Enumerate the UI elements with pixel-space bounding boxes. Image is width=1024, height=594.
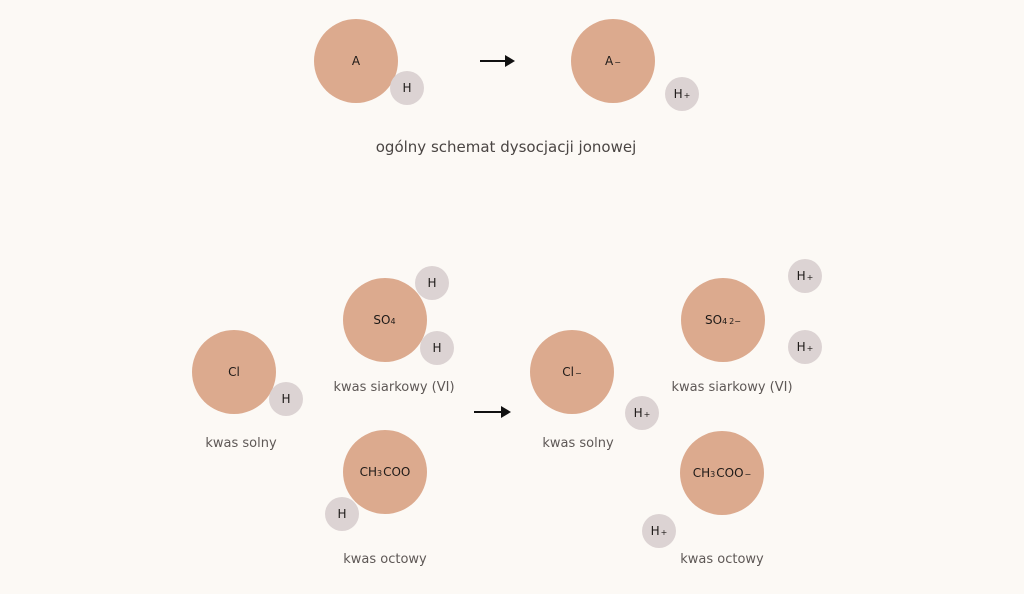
acetate-label-part: CH xyxy=(359,465,378,479)
acetate-label-part: CH xyxy=(692,466,711,480)
hydrogen-atom: H xyxy=(390,71,424,105)
hydrogen-ion: H+ xyxy=(642,514,676,548)
h2so4-label: kwas siarkowy (VI) xyxy=(671,380,793,395)
hydrogen-atom: H xyxy=(415,266,449,300)
hydrogen-label: H xyxy=(402,81,412,95)
hydrogen-label: H xyxy=(281,392,291,406)
hydrogen-atom: H xyxy=(420,331,454,365)
ch3cooh-label: kwas octowy xyxy=(680,552,764,567)
sulfate-label: SO xyxy=(373,313,391,327)
scheme-caption: ogólny schemat dysocjacji jonowej xyxy=(375,138,637,156)
anion-a-molecule: A xyxy=(314,19,398,103)
hydrogen-label: H xyxy=(432,341,442,355)
acetate-label-part: COO xyxy=(716,466,744,480)
chlorine-label: Cl xyxy=(228,365,240,379)
hydrogen-label: H xyxy=(673,87,683,101)
ch3cooh-label: kwas octowy xyxy=(343,552,427,567)
acetate-label-part: COO xyxy=(383,465,411,479)
hydrogen-label: H xyxy=(650,524,660,538)
hydrogen-ion: H+ xyxy=(665,77,699,111)
hydrogen-label: H xyxy=(337,507,347,521)
hcl-label: kwas solny xyxy=(542,436,614,451)
hydrogen-label: H xyxy=(427,276,437,290)
reaction-arrow xyxy=(474,406,511,418)
hydrogen-ion: H+ xyxy=(788,330,822,364)
reaction-arrow xyxy=(480,55,515,67)
anion-label: A xyxy=(605,54,614,68)
sulfate-label: SO xyxy=(705,313,723,327)
h2so4-label: kwas siarkowy (VI) xyxy=(333,380,455,395)
chloride-label: Cl xyxy=(562,365,574,379)
hydrogen-atom: H xyxy=(269,382,303,416)
hcl-chlorine: Cl xyxy=(192,330,276,414)
hcl-label: kwas solny xyxy=(205,436,277,451)
chloride-ion: Cl− xyxy=(530,330,614,414)
hydrogen-ion: H+ xyxy=(788,259,822,293)
anion-label: A xyxy=(351,54,361,68)
hydrogen-atom: H xyxy=(325,497,359,531)
hydrogen-label: H xyxy=(796,340,806,354)
anion-a-ion: A− xyxy=(571,19,655,103)
hydrogen-ion: H+ xyxy=(625,396,659,430)
hydrogen-label: H xyxy=(633,406,643,420)
hydrogen-label: H xyxy=(796,269,806,283)
